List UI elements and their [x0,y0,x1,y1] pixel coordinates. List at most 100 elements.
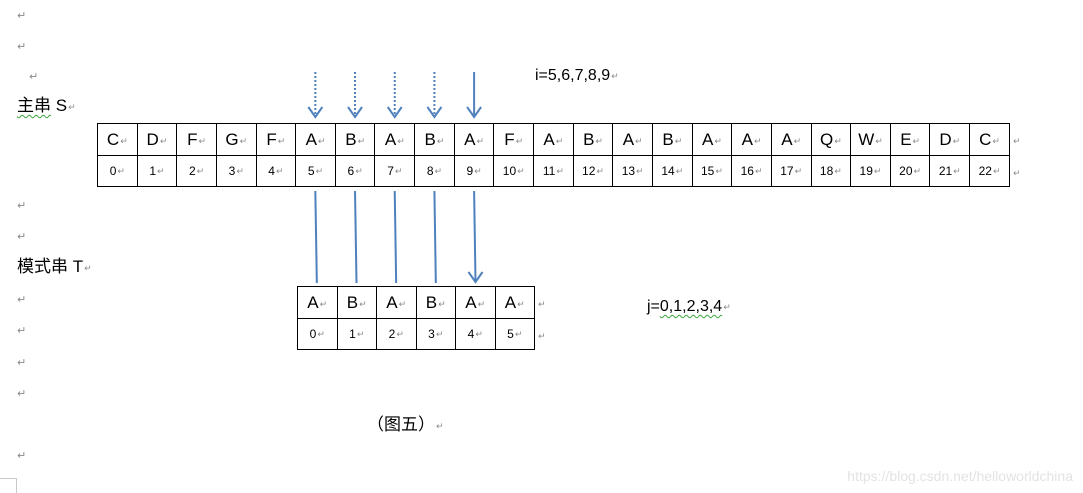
paragraph-mark: ↵ [595,135,603,146]
main-index-cell-13: 13↵ [612,155,653,187]
paragraph-mark: ↵ [555,135,564,146]
main-char-cell-8: B↵ [414,123,455,156]
main-index-cell-text: 21 [938,164,953,178]
pattern-index-cell-text: 2 [388,327,396,341]
i-sequence: i=5,6,7,8,9↵ [535,67,619,85]
paragraph-mark: ↵ [834,166,842,176]
main-index-cell-text: 7 [387,164,394,178]
match-connector-6 [354,190,358,284]
match-connector-7 [393,190,398,284]
pattern-char-cell-text: A [504,292,517,312]
pointer-arrowhead-icon [466,106,482,119]
paragraph-mark: ↵ [277,135,286,146]
pointer-arrowhead-icon [307,106,324,119]
main-index-cell-text: 3 [228,164,236,178]
main-char-cell-15: A↵ [691,123,733,156]
main-index-cell-6: 6↵ [334,155,376,187]
main-char-cell-text: D [146,129,159,149]
paragraph-mark: ↵ [913,166,922,176]
pattern-index-cell-text: 0 [309,327,317,341]
main-index-cell-text: 1 [149,164,157,178]
paragraph-mark: ↵ [17,450,27,462]
paragraph-mark: ↵ [714,135,722,146]
paragraph-mark: ↵ [953,166,961,176]
main-index-cell-text: 18 [819,164,834,178]
main-char-cell-text: A [305,129,317,149]
main-char-cell-text: E [900,129,912,149]
paragraph-mark: ↵ [434,166,443,176]
paragraph-mark: ↵ [120,135,128,146]
pattern-index-cell-3: 3↵ [415,318,456,350]
main-char-cell-text: B [662,129,674,149]
paragraph-mark: ↵ [239,135,248,146]
main-char-cell-text: A [741,129,753,149]
paragraph-mark: ↵ [992,166,1001,176]
paragraph-mark: ↵ [396,329,404,339]
main-char-cell-13: A↵ [612,123,653,156]
paragraph-mark: ↵ [674,135,683,146]
main-char-cell-text: F [504,129,515,149]
main-char-cell-0: C↵ [97,123,138,156]
main-char-cell-text: A [464,129,476,149]
paragraph-mark: ↵ [68,102,76,112]
main-index-cell-text: 15 [700,164,715,178]
main-string-index-row: 0↵1↵2↵3↵4↵5↵6↵7↵8↵9↵10↵11↵12↵13↵14↵15↵16… [97,155,1010,187]
main-char-cell-text: A [701,129,714,149]
main-char-cell-text: F [266,129,277,149]
main-char-cell-19: W↵ [850,123,891,156]
paragraph-mark: ↵ [596,166,604,176]
pattern-string-table: A↵B↵A↵B↵A↵A↵ 0↵1↵2↵3↵4↵5↵ [297,286,535,350]
main-index-cell-8: 8↵ [414,155,455,187]
paragraph-mark: ↵ [753,135,762,146]
paragraph-mark: ↵ [357,135,366,146]
row-end-mark: ↵ [538,331,546,341]
main-char-cell-text: B [424,129,436,149]
paragraph-mark: ↵ [474,166,482,176]
j-sequence: j=0,1,2,3,4↵ [647,298,731,316]
paragraph-mark: ↵ [159,135,168,146]
pattern-string-label-text: 模式串 T [17,257,84,276]
paragraph-mark: ↵ [611,71,619,81]
match-connector-8 [433,190,437,284]
pattern-char-cell-text: A [386,292,398,312]
paragraph-mark: ↵ [793,135,802,146]
main-char-cell-text: B [345,129,357,149]
paragraph-mark: ↵ [514,329,523,339]
paragraph-mark: ↵ [436,422,444,432]
paragraph-mark: ↵ [29,71,39,83]
paragraph-mark: ↵ [723,302,731,312]
pattern-index-cell-text: 4 [467,327,475,341]
main-char-cell-2: F↵ [176,123,217,156]
main-index-cell-22: 22↵ [969,155,1010,187]
main-index-cell-2: 2↵ [176,155,217,187]
main-index-cell-text: 13 [621,164,636,178]
main-char-cell-text: Q [819,129,834,149]
paragraph-mark: ↵ [17,294,27,306]
main-index-cell-text: 5 [307,164,315,178]
main-char-cell-text: B [583,129,595,149]
main-char-cell-text: A [781,129,793,149]
main-string-label-cn: 主串 [17,96,51,115]
paragraph-mark: ↵ [675,166,684,176]
paragraph-mark: ↵ [952,135,961,146]
main-char-cell-text: A [622,129,635,149]
main-index-cell-12: 12↵ [572,155,614,187]
main-index-cell-text: 2 [188,164,196,178]
main-string-label: 主串 S↵ [17,96,76,117]
figure-caption: （图五）↵ [367,410,444,435]
main-char-cell-text: W [858,129,875,149]
main-char-cell-3: G↵ [215,123,257,156]
paragraph-mark: ↵ [436,135,445,146]
paragraph-mark: ↵ [715,166,723,176]
paragraph-mark: ↵ [198,135,207,146]
pointer-arrowhead-icon [426,106,443,119]
pointer-arrowhead-icon [347,106,363,119]
pattern-index-cell-4: 4↵ [455,318,496,350]
main-index-cell-19: 19↵ [850,155,891,187]
pattern-char-cell-text: B [425,292,438,312]
paragraph-mark: ↵ [315,166,324,176]
paragraph-mark: ↵ [157,166,165,176]
paragraph-mark: ↵ [17,10,27,22]
paragraph-mark: ↵ [17,41,27,53]
